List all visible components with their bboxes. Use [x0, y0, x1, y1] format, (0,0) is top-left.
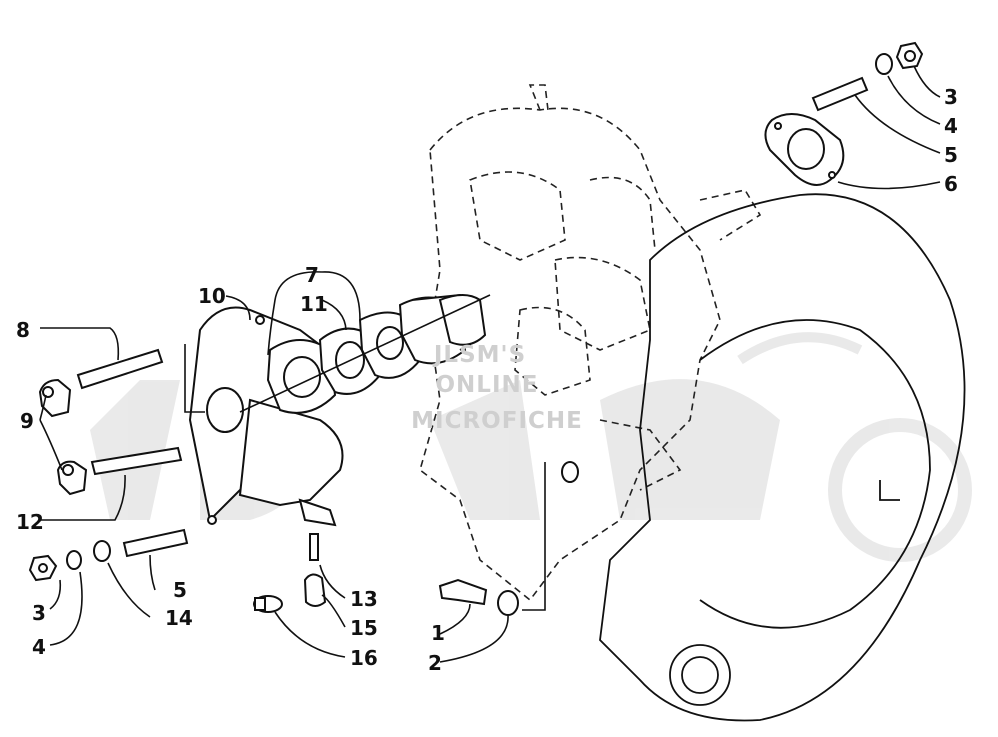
callout-16: 16 [350, 646, 378, 670]
callout-10: 10 [198, 284, 226, 308]
watermark-line-3: MICROFICHE [411, 408, 583, 434]
callout-9: 9 [20, 409, 34, 433]
washer-flat-14 [93, 540, 111, 562]
callout-14: 14 [165, 606, 193, 630]
alignment-line-1 [239, 294, 491, 413]
callout-5-left: 5 [173, 578, 187, 602]
exhaust-gasket-rear [764, 113, 845, 186]
callout-4: 4 [944, 114, 958, 138]
nut-block [561, 461, 579, 483]
nut-upper [38, 378, 72, 418]
callout-15: 15 [350, 616, 378, 640]
callout-11: 11 [300, 292, 328, 316]
nut-lower [56, 460, 88, 496]
callout-1: 1 [431, 621, 445, 645]
gasket-rear-intake [438, 294, 487, 346]
callout-12: 12 [16, 510, 44, 534]
sealing-washer [497, 590, 519, 616]
callout-8: 8 [16, 318, 30, 342]
watermark-line-2: ONLINE [436, 372, 539, 398]
nut-left [28, 554, 58, 582]
stud-lower [122, 528, 189, 558]
watermark-line-1: JLSM'S [432, 342, 526, 368]
callout-13: 13 [350, 587, 378, 611]
watermark-text: JLSM'S ONLINE MICROFICHE [411, 342, 583, 434]
engine-ghost-outline [419, 84, 762, 602]
callout-3-left: 3 [32, 601, 46, 625]
drain-fitting [438, 578, 488, 606]
alignment-line-2 [522, 462, 546, 611]
nut-rear [895, 41, 924, 70]
washer-lock-left [66, 550, 82, 570]
stud-rear [811, 76, 869, 112]
callout-5: 5 [944, 143, 958, 167]
callout-7: 7 [305, 263, 319, 287]
callout-3: 3 [944, 85, 958, 109]
washer-rear [875, 53, 893, 75]
callout-labels: 1 2 3 3 4 4 5 5 6 7 8 9 10 11 12 13 14 1… [16, 85, 958, 675]
callout-4-left: 4 [32, 635, 46, 659]
leader-lines [39, 65, 941, 663]
hose-clamp [253, 595, 283, 613]
callout-2: 2 [428, 651, 442, 675]
stud-upper [76, 348, 164, 390]
callout-6: 6 [944, 172, 958, 196]
cap [303, 573, 327, 607]
starter-cover [599, 193, 966, 722]
stud-middle [90, 446, 183, 476]
pulse-fitting [309, 533, 319, 561]
